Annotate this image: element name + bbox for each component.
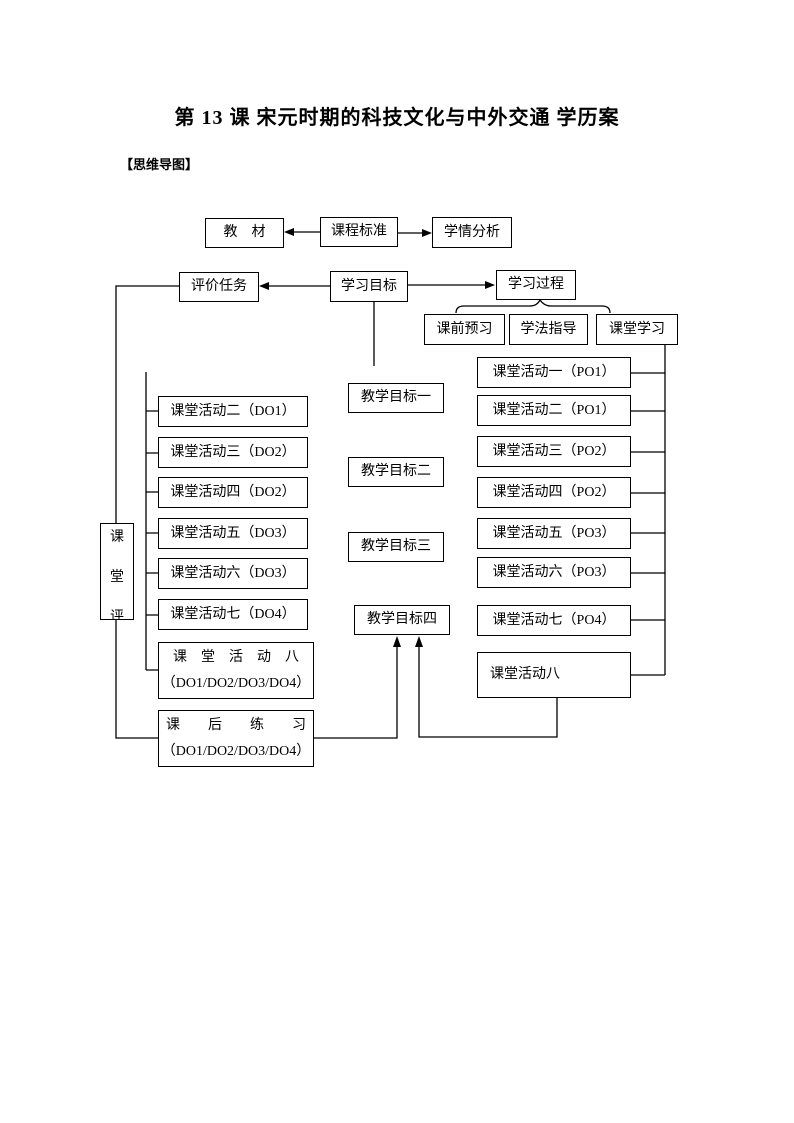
homework-codes: （DO1/DO2/DO3/DO4） (161, 743, 311, 759)
node-right-activity-8: 课堂活动八 (477, 652, 631, 698)
node-right-activity-1: 课堂活动一（PO1） (477, 357, 631, 388)
node-right-activity-7: 课堂活动七（PO4） (477, 605, 631, 636)
brace-learning-process (455, 298, 611, 314)
node-right-activity-3: 课堂活动三（PO2） (477, 436, 631, 467)
node-teaching-objective-1: 教学目标一 (348, 383, 444, 413)
node-pre-class-preview: 课前预习 (424, 314, 505, 345)
node-left-activity-7: 课堂活动七（DO4） (158, 599, 308, 630)
line-homework-to-objective4 (313, 647, 398, 739)
node-left-activity-5: 课堂活动五（DO3） (158, 518, 308, 549)
node-textbook: 教 材 (205, 218, 284, 248)
node-teaching-objective-2: 教学目标二 (348, 457, 444, 487)
homework-title: 课 后 练 习 (166, 717, 306, 733)
node-evaluation-task: 评价任务 (179, 272, 259, 302)
left-activity-8-title: 课 堂 活 动 八 (173, 649, 299, 665)
section-label-mindmap: 【思维导图】 (120, 157, 199, 172)
left-spine-stubs (146, 410, 158, 671)
arrowhead-right-analysis (422, 229, 432, 237)
node-left-activity-8: 课 堂 活 动 八 （DO1/DO2/DO3/DO4） (158, 642, 314, 699)
arrowhead-up-objective4-left (393, 636, 401, 647)
left-activity-8-codes: （DO1/DO2/DO3/DO4） (161, 675, 311, 691)
node-right-activity-6: 课堂活动六（PO3） (477, 557, 631, 588)
node-learning-process: 学习过程 (496, 270, 576, 300)
page-title: 第 13 课 宋元时期的科技文化与中外交通 学历案 (174, 107, 620, 129)
node-right-activity-2: 课堂活动二（PO1） (477, 395, 631, 426)
node-left-activity-4: 课堂活动四（DO2） (158, 477, 308, 508)
node-curriculum-standard: 课程标准 (320, 217, 398, 247)
right-spine-stubs (631, 372, 665, 676)
arrowhead-left-textbook (284, 228, 294, 236)
node-classroom-evaluation-vertical: 课堂评 (100, 523, 134, 620)
arrowhead-left-evaluation (259, 282, 269, 290)
node-right-activity-5: 课堂活动五（PO3） (477, 518, 631, 549)
classroom-evaluation-vertical-text: 课堂评 (110, 530, 124, 620)
node-learning-analysis: 学情分析 (432, 217, 512, 248)
arrowhead-right-process (485, 281, 495, 289)
node-left-activity-3: 课堂活动三（DO2） (158, 437, 308, 468)
node-learning-objectives: 学习目标 (330, 271, 408, 302)
node-teaching-objective-3: 教学目标三 (348, 532, 444, 562)
node-right-activity-4: 课堂活动四（PO2） (477, 477, 631, 508)
node-classroom-learning: 课堂学习 (596, 314, 678, 345)
node-teaching-objective-4: 教学目标四 (354, 605, 450, 635)
node-study-method-guidance: 学法指导 (509, 314, 588, 345)
node-homework: 课 后 练 习 （DO1/DO2/DO3/DO4） (158, 710, 314, 767)
arrowhead-up-objective4-right (415, 636, 423, 647)
node-left-activity-6: 课堂活动六（DO3） (158, 558, 308, 589)
line-left-outer-bottom (115, 620, 158, 739)
node-left-activity-2: 课堂活动二（DO1） (158, 396, 308, 427)
